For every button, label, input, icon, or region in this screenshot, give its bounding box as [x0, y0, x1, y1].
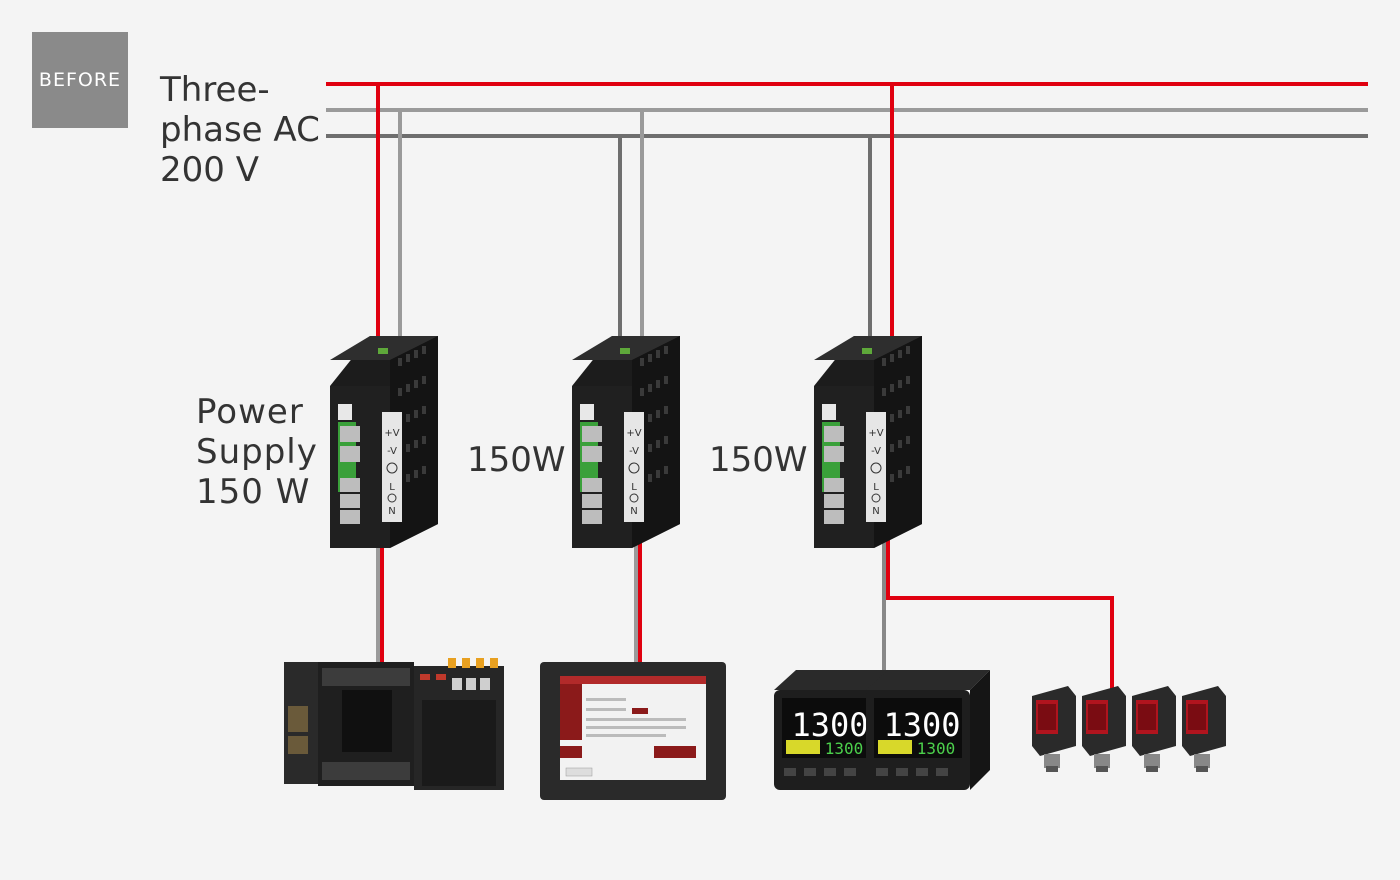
power-supply-1 — [329, 335, 439, 549]
supply-label-line: Three- — [160, 70, 270, 110]
psu-label-line: 150 W — [196, 472, 311, 512]
hmi-touch-panel-icon — [540, 662, 726, 800]
psu-label-line: Power — [196, 392, 304, 432]
before-badge: BEFORE — [32, 32, 128, 128]
photoelectric-sensor-3 — [1132, 686, 1176, 772]
power-supply-3 — [813, 335, 923, 549]
out-psu3-red — [886, 530, 1114, 690]
photoelectric-sensor-1 — [1032, 686, 1076, 772]
photoelectric-sensor-2 — [1082, 686, 1126, 772]
psu2-label: 150W — [467, 440, 566, 480]
photoelectric-sensor-4 — [1182, 686, 1226, 772]
supply-label: Three- phase AC 200 V — [160, 70, 320, 190]
supply-label-line: phase AC — [160, 110, 320, 150]
supply-label-line: 200 V — [160, 150, 259, 190]
psu-label: Power Supply 150 W — [196, 392, 318, 512]
power-supply-2 — [571, 335, 681, 549]
psu-label-line: Supply — [196, 432, 318, 472]
plc-controller-icon — [284, 658, 504, 790]
psu3-label: 150W — [709, 440, 808, 480]
temperature-controller-2 — [866, 670, 990, 790]
